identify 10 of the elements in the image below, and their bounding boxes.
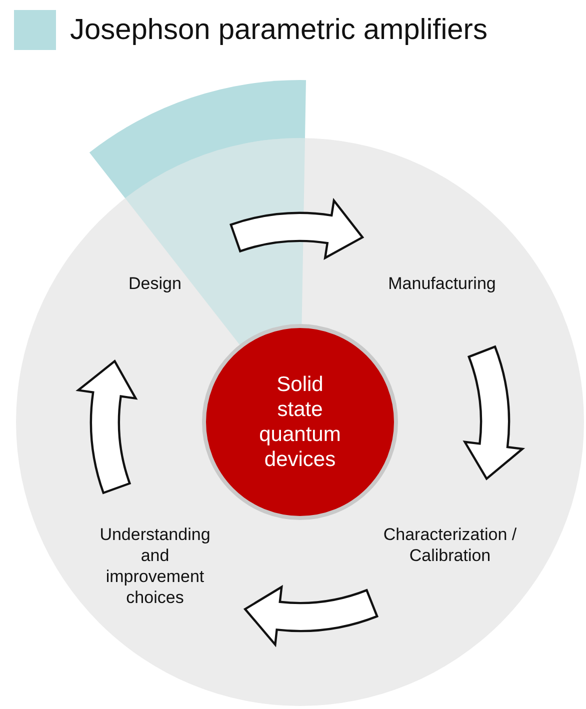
- cycle-arrow: [77, 360, 137, 494]
- legend-label: Josephson parametric amplifiers: [70, 14, 488, 46]
- cycle-arrow: [244, 586, 378, 646]
- stage-label: Understanding and improvement choices: [98, 524, 212, 608]
- stage-label: Characterization / Calibration: [382, 524, 518, 566]
- cycle-arrow: [230, 200, 364, 259]
- stage-label: Design: [128, 273, 182, 294]
- center-label: Solid state quantum devices: [258, 372, 342, 472]
- cycle-arrow: [464, 346, 524, 480]
- stage-label: Manufacturing: [387, 273, 497, 294]
